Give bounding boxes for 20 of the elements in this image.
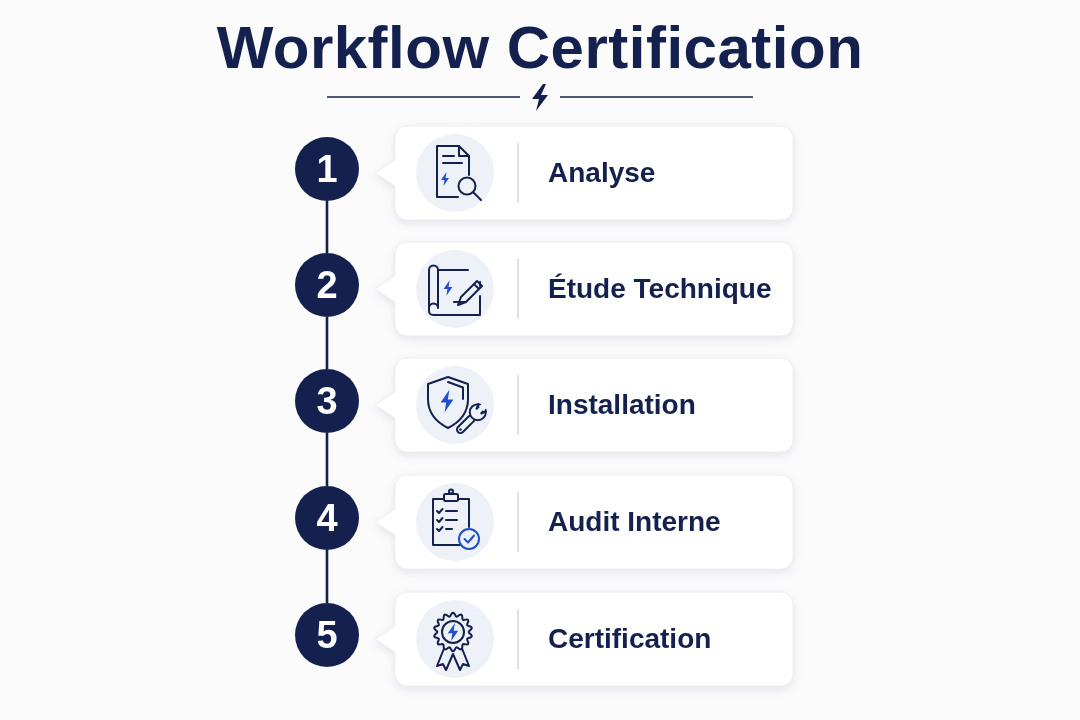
step-title: Certification <box>548 622 712 656</box>
connector-line <box>325 201 329 253</box>
connector-line <box>325 550 329 603</box>
step-card <box>375 592 793 686</box>
step-card <box>375 358 793 452</box>
step-number-circle: 1 <box>295 137 359 201</box>
step-number-circle: 5 <box>295 603 359 667</box>
step-title: Analyse <box>548 156 656 190</box>
step-card <box>375 126 793 220</box>
step-number-circle: 4 <box>295 486 359 550</box>
step-title: Installation <box>548 388 696 422</box>
step-card <box>375 475 793 569</box>
title: Workflow Certification <box>215 13 865 83</box>
step-card <box>375 242 793 336</box>
connector-line <box>325 433 329 486</box>
connector-line <box>325 317 329 369</box>
step-number-circle: 2 <box>295 253 359 317</box>
step-title: Étude Technique <box>548 272 772 306</box>
step-number-circle: 3 <box>295 369 359 433</box>
step-title: Audit Interne <box>548 505 721 539</box>
